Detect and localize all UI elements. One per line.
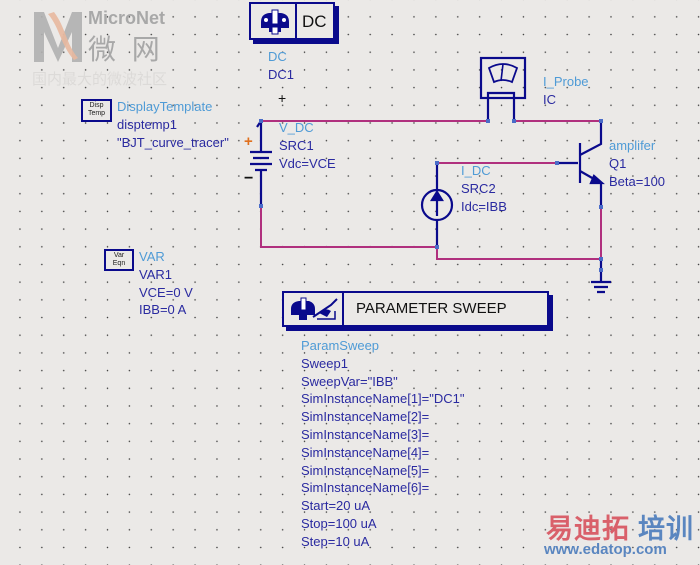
- micronet-watermark: MicroNet 微 网 国内最大的微波社区: [28, 6, 218, 88]
- sweep-param: SimInstanceName[3]=: [301, 426, 430, 442]
- dc-controller-box[interactable]: DC: [249, 2, 335, 40]
- dc-box-label: DC: [302, 12, 327, 31]
- transistor-type: amplifer: [609, 138, 656, 153]
- var-type: VAR: [139, 249, 165, 264]
- polarity-minus: −: [244, 170, 254, 187]
- sweep-param: SimInstanceName[2]=: [301, 409, 430, 425]
- sweep-param: Start=20 uA: [301, 498, 371, 514]
- sweep-type: ParamSweep: [301, 338, 380, 353]
- pin: [599, 119, 603, 123]
- current-source-icon: [420, 163, 454, 247]
- display-template-param: "BJT_curve_tracer": [117, 134, 229, 150]
- pin: [599, 257, 603, 261]
- sweep-param: SimInstanceName[6]=: [301, 480, 430, 496]
- polarity-plus: +: [244, 133, 253, 150]
- pin: [259, 119, 263, 123]
- vdc-param: Vdc=VCE: [279, 155, 336, 171]
- sweep-param: SimInstanceName[4]=: [301, 444, 430, 460]
- micronet-tagline: 国内最大的微波社区: [32, 71, 168, 88]
- var-eqn-label: VAR VAR1 VCE=0 V IBB=0 A: [139, 248, 193, 319]
- sweep-param: SimInstanceName[5]=: [301, 462, 430, 478]
- var-eqn-icon[interactable]: Var Eqn: [104, 249, 134, 271]
- sweep-param: Stop=100 uA: [301, 515, 377, 531]
- vdc-battery-icon: [250, 120, 272, 206]
- pin: [486, 119, 490, 123]
- sweep-instance: Sweep1: [301, 355, 348, 371]
- pin: [555, 161, 559, 165]
- var-param: IBB=0 A: [139, 302, 187, 318]
- sweep-param: SimInstanceName[1]="DC1": [301, 391, 465, 407]
- transistor-label: amplifer Q1 Beta=100: [609, 137, 665, 190]
- var-instance: VAR1: [139, 266, 172, 282]
- current-probe-label: I_Probe IC: [543, 73, 589, 109]
- pin: [599, 205, 603, 209]
- dc-instance: DC1: [268, 66, 295, 82]
- ammeter-icon: [479, 56, 527, 121]
- var-param: VCE=0 V: [139, 284, 193, 300]
- wire-bottom: [436, 247, 601, 260]
- idc-type: I_DC: [461, 163, 491, 178]
- param-sweep-box[interactable]: PARAMETER SWEEP: [282, 291, 549, 327]
- param-sweep-label: ParamSweep Sweep1 SweepVar="IBB" SimInst…: [301, 337, 465, 551]
- dc-controller-label: DC DC1: [268, 48, 294, 84]
- edatop-cn-b: 培训: [638, 514, 694, 544]
- micronet-cn-name: 微 网: [88, 34, 164, 65]
- transistor-instance: Q1: [609, 155, 627, 171]
- sweep-param: SweepVar="IBB": [301, 373, 398, 389]
- edatop-url: www.edatop.com: [544, 541, 667, 558]
- pin: [599, 268, 603, 272]
- dc-type: DC: [268, 49, 287, 64]
- micronet-logo-icon: [34, 12, 82, 62]
- display-template-icon[interactable]: Disp Temp: [81, 99, 112, 122]
- edatop-watermark: 易迪拓 培训 www.edatop.com: [544, 507, 700, 563]
- param-sweep-box-label: PARAMETER SWEEP: [356, 300, 507, 317]
- sweep-icon: [287, 295, 341, 323]
- vdc-source-label: V_DC SRC1 Vdc=VCE: [279, 119, 336, 172]
- pin: [435, 161, 439, 165]
- idc-source-label: I_DC SRC2 Idc=IBB: [461, 162, 507, 215]
- cursor-plus-mark: +: [278, 90, 287, 106]
- pin: [259, 204, 263, 208]
- vdc-type: V_DC: [279, 120, 314, 135]
- transistor-param: Beta=100: [609, 173, 666, 189]
- pin: [512, 119, 516, 123]
- idc-instance: SRC2: [461, 180, 496, 196]
- npn-transistor-icon: [557, 121, 605, 207]
- edatop-cn-a: 易迪拓: [546, 514, 630, 544]
- probe-type: I_Probe: [543, 74, 589, 89]
- pin: [435, 245, 439, 249]
- wire-left-bottom: [260, 206, 437, 248]
- sweep-param: Step=10 uA: [301, 533, 370, 549]
- dc-simulation-icon: [255, 8, 295, 36]
- display-template-type: DisplayTemplate: [117, 99, 213, 114]
- ground-icon: [591, 259, 611, 294]
- micronet-brand: MicroNet: [88, 8, 166, 28]
- vdc-instance: SRC1: [279, 137, 314, 153]
- display-template-instance: disptemp1: [117, 116, 177, 132]
- probe-instance: IC: [543, 91, 556, 107]
- idc-param: Idc=IBB: [461, 198, 507, 214]
- display-template-label: DisplayTemplate disptemp1 "BJT_curve_tra…: [117, 98, 229, 151]
